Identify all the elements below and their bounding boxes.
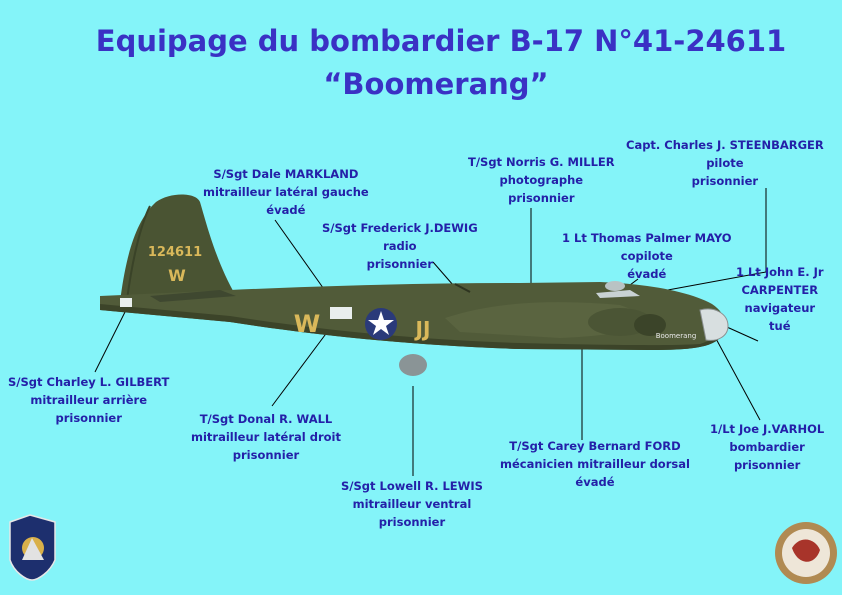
- cockpit: [596, 290, 640, 298]
- tail-gun-position: [120, 298, 132, 307]
- fuselage-letters-right: JJ: [414, 317, 431, 341]
- tail-fin: [120, 194, 236, 302]
- tail-letter: W: [168, 266, 186, 285]
- waist-window: [330, 307, 352, 319]
- b17-aircraft: [100, 194, 729, 376]
- crew-label-markland: S/Sgt Dale MARKLAND mitrailleur latéral …: [203, 167, 369, 217]
- tail-serial: 124611: [148, 245, 202, 260]
- leader-line-markland: [274, 219, 327, 293]
- fuselage-letter-left: W: [294, 310, 320, 338]
- leader-line-varhol: [713, 334, 761, 421]
- crew-label-ford: T/Sgt Carey Bernard FORD mécanicien mitr…: [500, 439, 690, 489]
- page-subtitle: “Boomerang”: [323, 67, 549, 101]
- group-badge-right-icon: [775, 522, 837, 584]
- crew-label-photographe: T/Sgt Norris G. MILLER photographe priso…: [468, 155, 615, 205]
- page-title: Equipage du bombardier B-17 N°41-24611: [95, 24, 787, 58]
- crew-label-wall: T/Sgt Donal R. WALL mitrailleur latéral …: [191, 412, 341, 462]
- leader-line-pilote: [645, 188, 767, 295]
- crew-label-copilote: 1 Lt Thomas Palmer MAYO copilote évadé: [562, 231, 732, 281]
- crew-label-pilote: Capt. Charles J. STEENBARGER pilote pris…: [626, 138, 824, 188]
- squadron-badge-left-icon: [9, 514, 56, 581]
- crew-label-gilbert: S/Sgt Charley L. GILBERT mitrailleur arr…: [8, 375, 170, 425]
- ball-turret: [399, 354, 427, 376]
- crew-label-varhol: 1/Lt Joe J.VARHOL bombardier prisonnier: [710, 422, 825, 472]
- nose-glass: [699, 308, 729, 341]
- leader-line-gilbert: [94, 305, 129, 373]
- crew-label-lewis: S/Sgt Lowell R. LEWIS mitrailleur ventra…: [341, 479, 483, 529]
- leader-lines: [94, 188, 767, 476]
- top-turret: [605, 281, 625, 291]
- crew-label-navigateur: 1 Lt John E. Jr CARPENTER navigateur tué: [736, 265, 824, 333]
- crew-label-radio: S/Sgt Frederick J.DEWIG radio prisonnier: [322, 221, 478, 271]
- leader-line-wall: [271, 322, 335, 407]
- nose-art-name: Boomerang: [656, 332, 697, 340]
